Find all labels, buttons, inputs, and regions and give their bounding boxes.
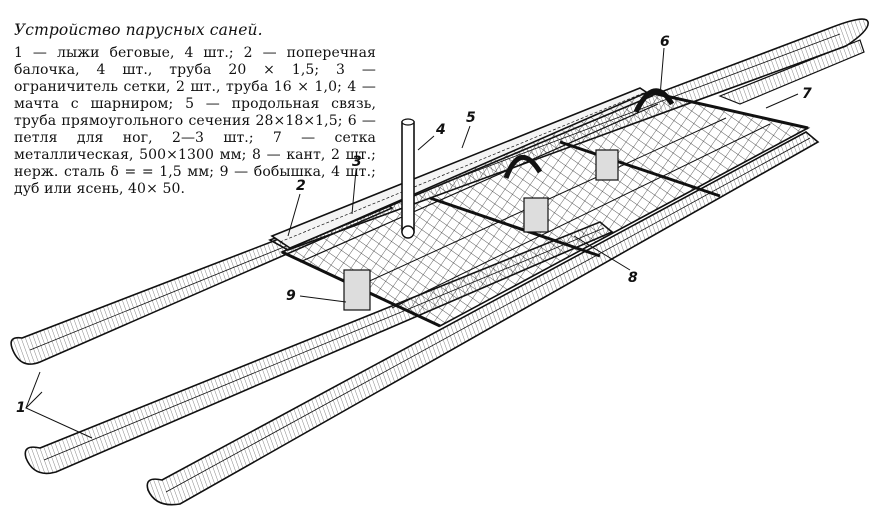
ski-rear-right (146, 131, 820, 506)
bosses (343, 149, 619, 311)
callout-2: 2 (296, 178, 306, 194)
callout-9: 9 (286, 288, 296, 304)
mast (401, 118, 415, 239)
caption-body: 1 — лыжи беговые, 4 шт.; 2 — поперечная … (14, 45, 376, 197)
callout-4: 4 (435, 122, 446, 138)
foot-loops (503, 88, 675, 179)
callout-7: 7 (802, 86, 812, 102)
caption-title: Устройство парусных саней. (14, 21, 263, 39)
callout-8: 8 (628, 270, 638, 286)
callout-leaders (25, 47, 799, 439)
callout-6: 6 (660, 34, 670, 50)
callout-1: 1 (16, 400, 26, 416)
figure-caption: Устройство парусных саней. 1 — лыжи бего… (14, 22, 376, 198)
callout-3: 3 (352, 154, 362, 170)
callout-5: 5 (466, 110, 476, 126)
